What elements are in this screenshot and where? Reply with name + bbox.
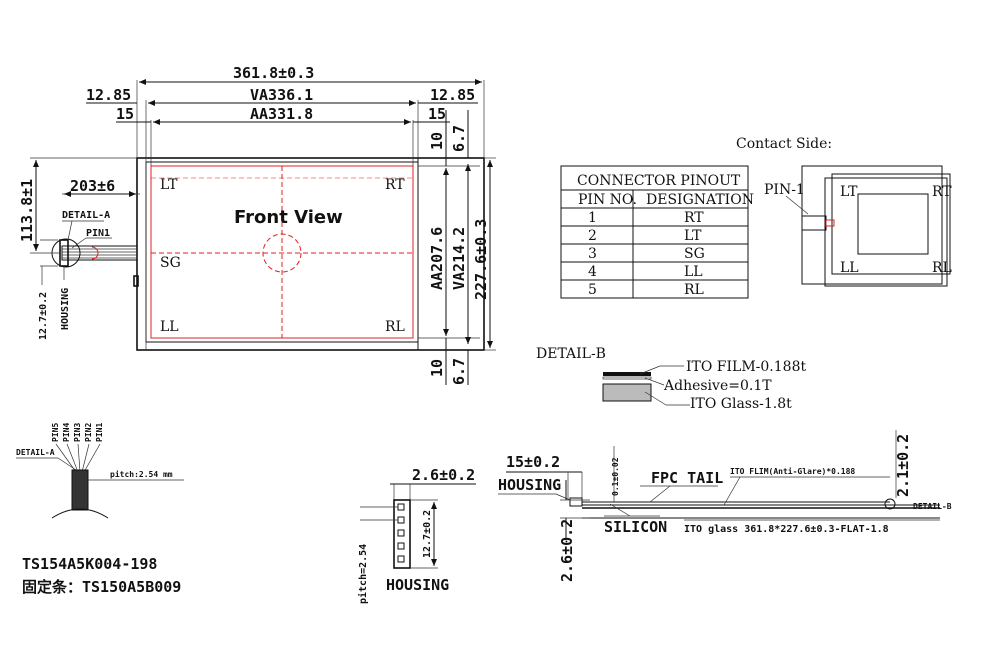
corner-rl: RL <box>385 319 405 335</box>
dim-left-1285: 12.85 <box>86 86 131 104</box>
detail-a-pin1: PIN1 <box>95 423 104 442</box>
side-detail-b: DETAIL-B <box>913 502 952 511</box>
part-model: TS154A5K004-198 <box>22 555 157 573</box>
housing-label: HOUSING <box>60 288 71 330</box>
side-housing: HOUSING <box>498 476 561 494</box>
pinout-row-3-designation: SG <box>684 246 705 262</box>
front-view-title: Front View <box>234 207 343 228</box>
side-dim-21: 2.1±0.2 <box>894 434 912 497</box>
housing-detail-label: HOUSING <box>386 576 449 594</box>
dim-aa-height: AA207.6 <box>428 227 446 290</box>
dim-overall-height: 227.6±0.3 <box>472 219 490 300</box>
side-detail-b-circle <box>884 498 896 510</box>
pinout-row-4-designation: LL <box>684 264 703 280</box>
detail-b-layers: DETAIL-B ITO FILM-0.188t Adhesive=0.1T I… <box>536 346 806 412</box>
dim-va-height: VA214.2 <box>450 227 468 290</box>
pinout-row-5-designation: RL <box>684 282 704 298</box>
corner-ll: LL <box>160 319 179 335</box>
contact-lt: LT <box>840 184 858 200</box>
ito-glass-layer <box>602 383 652 402</box>
dim-aa-width: AA331.8 <box>250 105 313 123</box>
housing-dim-width: 2.6±0.2 <box>412 466 475 484</box>
pinout-col-designation: DESIGNATION <box>646 192 754 208</box>
detail-a-pin3: PIN3 <box>73 423 82 442</box>
center-circle <box>262 233 302 273</box>
contact-side-view: Contact Side: PIN-1 LT RT LL RL <box>736 136 952 287</box>
ito-film-layer <box>603 372 651 376</box>
detail-a-label: DETAIL-A <box>62 210 110 221</box>
pinout-row-2-designation: LT <box>684 228 702 244</box>
contact-fpc <box>801 215 827 231</box>
side-dim-26: 2.6±0.2 <box>558 519 576 582</box>
part-fixing: 固定条：TS150A5B009 <box>22 578 181 596</box>
fpc-tail <box>61 245 138 261</box>
corner-rt: RT <box>385 177 405 193</box>
detail-a-pitch: pitch:2.54 mm <box>110 469 173 479</box>
dim-left-15: 15 <box>116 105 134 123</box>
pinout-row-5-pin: 5 <box>588 282 597 298</box>
side-ito-film: ITO FLIM(Anti-Glare)*0.188 <box>730 466 855 476</box>
detail-a-fpc <box>71 469 89 511</box>
adhesive-layer <box>602 376 652 380</box>
pinout-title: CONNECTOR PINOUT <box>577 173 741 189</box>
contact-rl: RL <box>932 260 952 276</box>
side-ito-glass: ITO glass 361.8*227.6±0.3-FLAT-1.8 <box>684 524 889 535</box>
dim-bot-67: 6.7 <box>450 358 468 385</box>
housing-detail: 2.6±0.2 12.7±0.2 pitch=2.54 HOUSING <box>357 466 476 604</box>
detail-b-adhesive: Adhesive=0.1T <box>663 378 772 394</box>
pinout-row-4-pin: 4 <box>588 264 597 280</box>
front-view: Front View LT RT SG LL RL 361.8±0.3 VA33… <box>18 64 496 385</box>
detail-a-view: DETAIL-A PIN5 PIN4 PIN3 PIN2 PIN1 pitch:… <box>16 423 184 519</box>
detail-b-title: DETAIL-B <box>536 346 606 362</box>
detail-a-pin4: PIN4 <box>62 423 71 442</box>
side-fpc-tail: FPC TAIL <box>651 469 723 487</box>
side-view: 15±0.2 HOUSING 0.1±0.02 FPC TAIL ITO FLI… <box>498 430 952 582</box>
pinout-row-3-pin: 3 <box>588 246 597 262</box>
side-silicon: SILICON <box>604 518 667 536</box>
dim-overall-width: 361.8±0.3 <box>233 64 314 82</box>
dim-tail-length: 203±6 <box>70 177 115 195</box>
dim-tail-offset: 113.8±1 <box>18 179 36 242</box>
detail-a-pin2: PIN2 <box>84 423 93 442</box>
housing-block <box>59 239 69 267</box>
dim-top-10: 10 <box>428 132 446 150</box>
dim-right-15: 15 <box>428 105 446 123</box>
contact-side-title: Contact Side: <box>736 136 832 152</box>
dim-va-width: VA336.1 <box>250 86 313 104</box>
corner-sg: SG <box>160 255 181 271</box>
housing-pitch: pitch=2.54 <box>357 544 369 604</box>
pinout-row-2-pin: 2 <box>588 228 597 244</box>
dim-top-67: 6.7 <box>450 125 468 152</box>
pinout-row-1-designation: RT <box>684 210 704 226</box>
corner-lt: LT <box>160 177 178 193</box>
connector-pinout-table: CONNECTOR PINOUT PIN NO. DESIGNATION 1 R… <box>560 165 754 299</box>
part-info: TS154A5K004-198 固定条：TS150A5B009 <box>22 555 181 596</box>
housing-body <box>393 499 411 569</box>
detail-a-view-title: DETAIL-A <box>16 448 55 457</box>
pinout-row-1-pin: 1 <box>588 210 597 226</box>
contact-pin1: PIN-1 <box>764 182 805 198</box>
pin1-label: PIN1 <box>86 228 110 239</box>
housing-dim-height: 12.7±0.2 <box>422 510 433 558</box>
dim-pitch-total: 12.7±0.2 <box>38 292 49 340</box>
detail-b-ito-film: ITO FILM-0.188t <box>686 359 806 375</box>
side-connector <box>569 497 583 507</box>
side-dim-15: 15±0.2 <box>506 453 560 471</box>
detail-b-ito-glass: ITO Glass-1.8t <box>690 396 792 412</box>
dim-bot-10: 10 <box>428 359 446 377</box>
contact-rt: RT <box>932 184 952 200</box>
contact-ll: LL <box>840 260 859 276</box>
dim-right-1285: 12.85 <box>430 86 475 104</box>
side-dim-01: 0.1±0.02 <box>611 457 620 496</box>
pinout-col-pin: PIN NO. <box>578 192 637 208</box>
detail-a-pin5: PIN5 <box>51 423 60 442</box>
